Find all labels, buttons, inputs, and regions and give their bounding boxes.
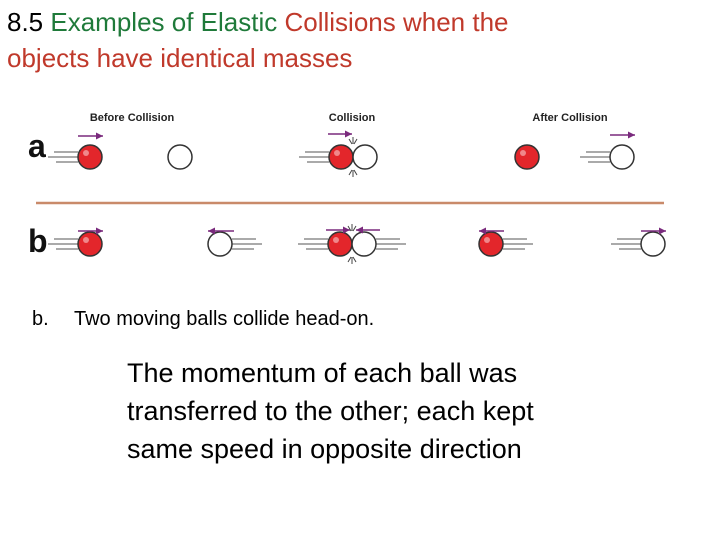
b-coll-impact-3 bbox=[352, 225, 357, 232]
row-label-b: b bbox=[28, 223, 48, 259]
a-coll-white-ball bbox=[352, 144, 378, 170]
a-before-red-ball-highlight bbox=[83, 150, 89, 156]
caption-text: Two moving balls collide head-on. bbox=[74, 308, 375, 330]
col-label-collision: Collision bbox=[329, 112, 376, 124]
a-coll-impact-5 bbox=[353, 169, 358, 176]
b-coll-impact-2 bbox=[347, 225, 352, 232]
b-before-red-arrow-head bbox=[96, 227, 103, 235]
a-coll-impact-3 bbox=[353, 138, 358, 145]
a-coll-red-ball-highlight bbox=[334, 150, 340, 156]
b-coll-red-ball bbox=[327, 231, 353, 257]
caption-letter: b. bbox=[32, 308, 49, 330]
b-before-red-ball-highlight bbox=[83, 237, 89, 243]
b-coll-red-arrow-head bbox=[343, 226, 350, 234]
b-after-white-arrow-head bbox=[659, 227, 666, 235]
b-before-white-arrow-head bbox=[208, 227, 215, 235]
col-label-after: After Collision bbox=[532, 112, 607, 124]
a-coll-impact-4 bbox=[348, 169, 353, 176]
a-before-white-ball-highlight bbox=[173, 150, 179, 156]
explanation-text: The momentum of each ball was transferre… bbox=[127, 358, 534, 464]
row-label-a: a bbox=[28, 128, 46, 164]
b-after-white-ball bbox=[640, 231, 666, 257]
caption: b. Two moving balls collide head-on. bbox=[32, 308, 374, 331]
b-after-red-arrow-head bbox=[479, 227, 486, 235]
title-line2: objects have identical masses bbox=[7, 43, 353, 73]
a-after-arrow-head bbox=[628, 131, 635, 139]
a-before-red-ball bbox=[77, 144, 103, 170]
b-after-red-ball-highlight bbox=[484, 237, 490, 243]
a-coll-red-ball bbox=[328, 144, 354, 170]
b-before-white-ball-highlight bbox=[213, 237, 219, 243]
title-prefix: 8.5 bbox=[7, 7, 51, 37]
b-coll-red-ball-highlight bbox=[333, 237, 339, 243]
collision-diagram: Before Collision Collision After Collisi… bbox=[28, 112, 666, 264]
title-green-part: Examples of Elastic bbox=[50, 7, 278, 37]
a-after-white-ball-highlight bbox=[615, 150, 621, 156]
a-before-arrow-head bbox=[96, 132, 103, 140]
a-coll-impact-2 bbox=[348, 138, 353, 145]
slide-title: 8.5 Examples of Elastic Collisions when … bbox=[7, 4, 713, 76]
b-before-white-ball bbox=[207, 231, 233, 257]
col-label-before: Before Collision bbox=[90, 112, 175, 124]
a-after-white-ball bbox=[609, 144, 635, 170]
b-after-white-ball-highlight bbox=[646, 237, 652, 243]
a-after-red-ball-highlight bbox=[520, 150, 526, 156]
title-red-part: Collisions when the bbox=[284, 7, 509, 37]
b-before-red-ball bbox=[77, 231, 103, 257]
b-after-red-ball bbox=[478, 231, 504, 257]
a-coll-white-ball-highlight bbox=[358, 150, 364, 156]
b-coll-impact-4 bbox=[347, 256, 352, 263]
a-coll-arrow-head bbox=[345, 130, 352, 138]
diagram-marks bbox=[48, 130, 666, 264]
b-coll-white-ball-highlight bbox=[357, 237, 363, 243]
b-coll-white-ball bbox=[351, 231, 377, 257]
b-coll-white-arrow-head bbox=[356, 226, 363, 234]
b-coll-impact-5 bbox=[352, 256, 357, 263]
a-after-red-ball bbox=[514, 144, 540, 170]
a-before-white-ball bbox=[167, 144, 193, 170]
